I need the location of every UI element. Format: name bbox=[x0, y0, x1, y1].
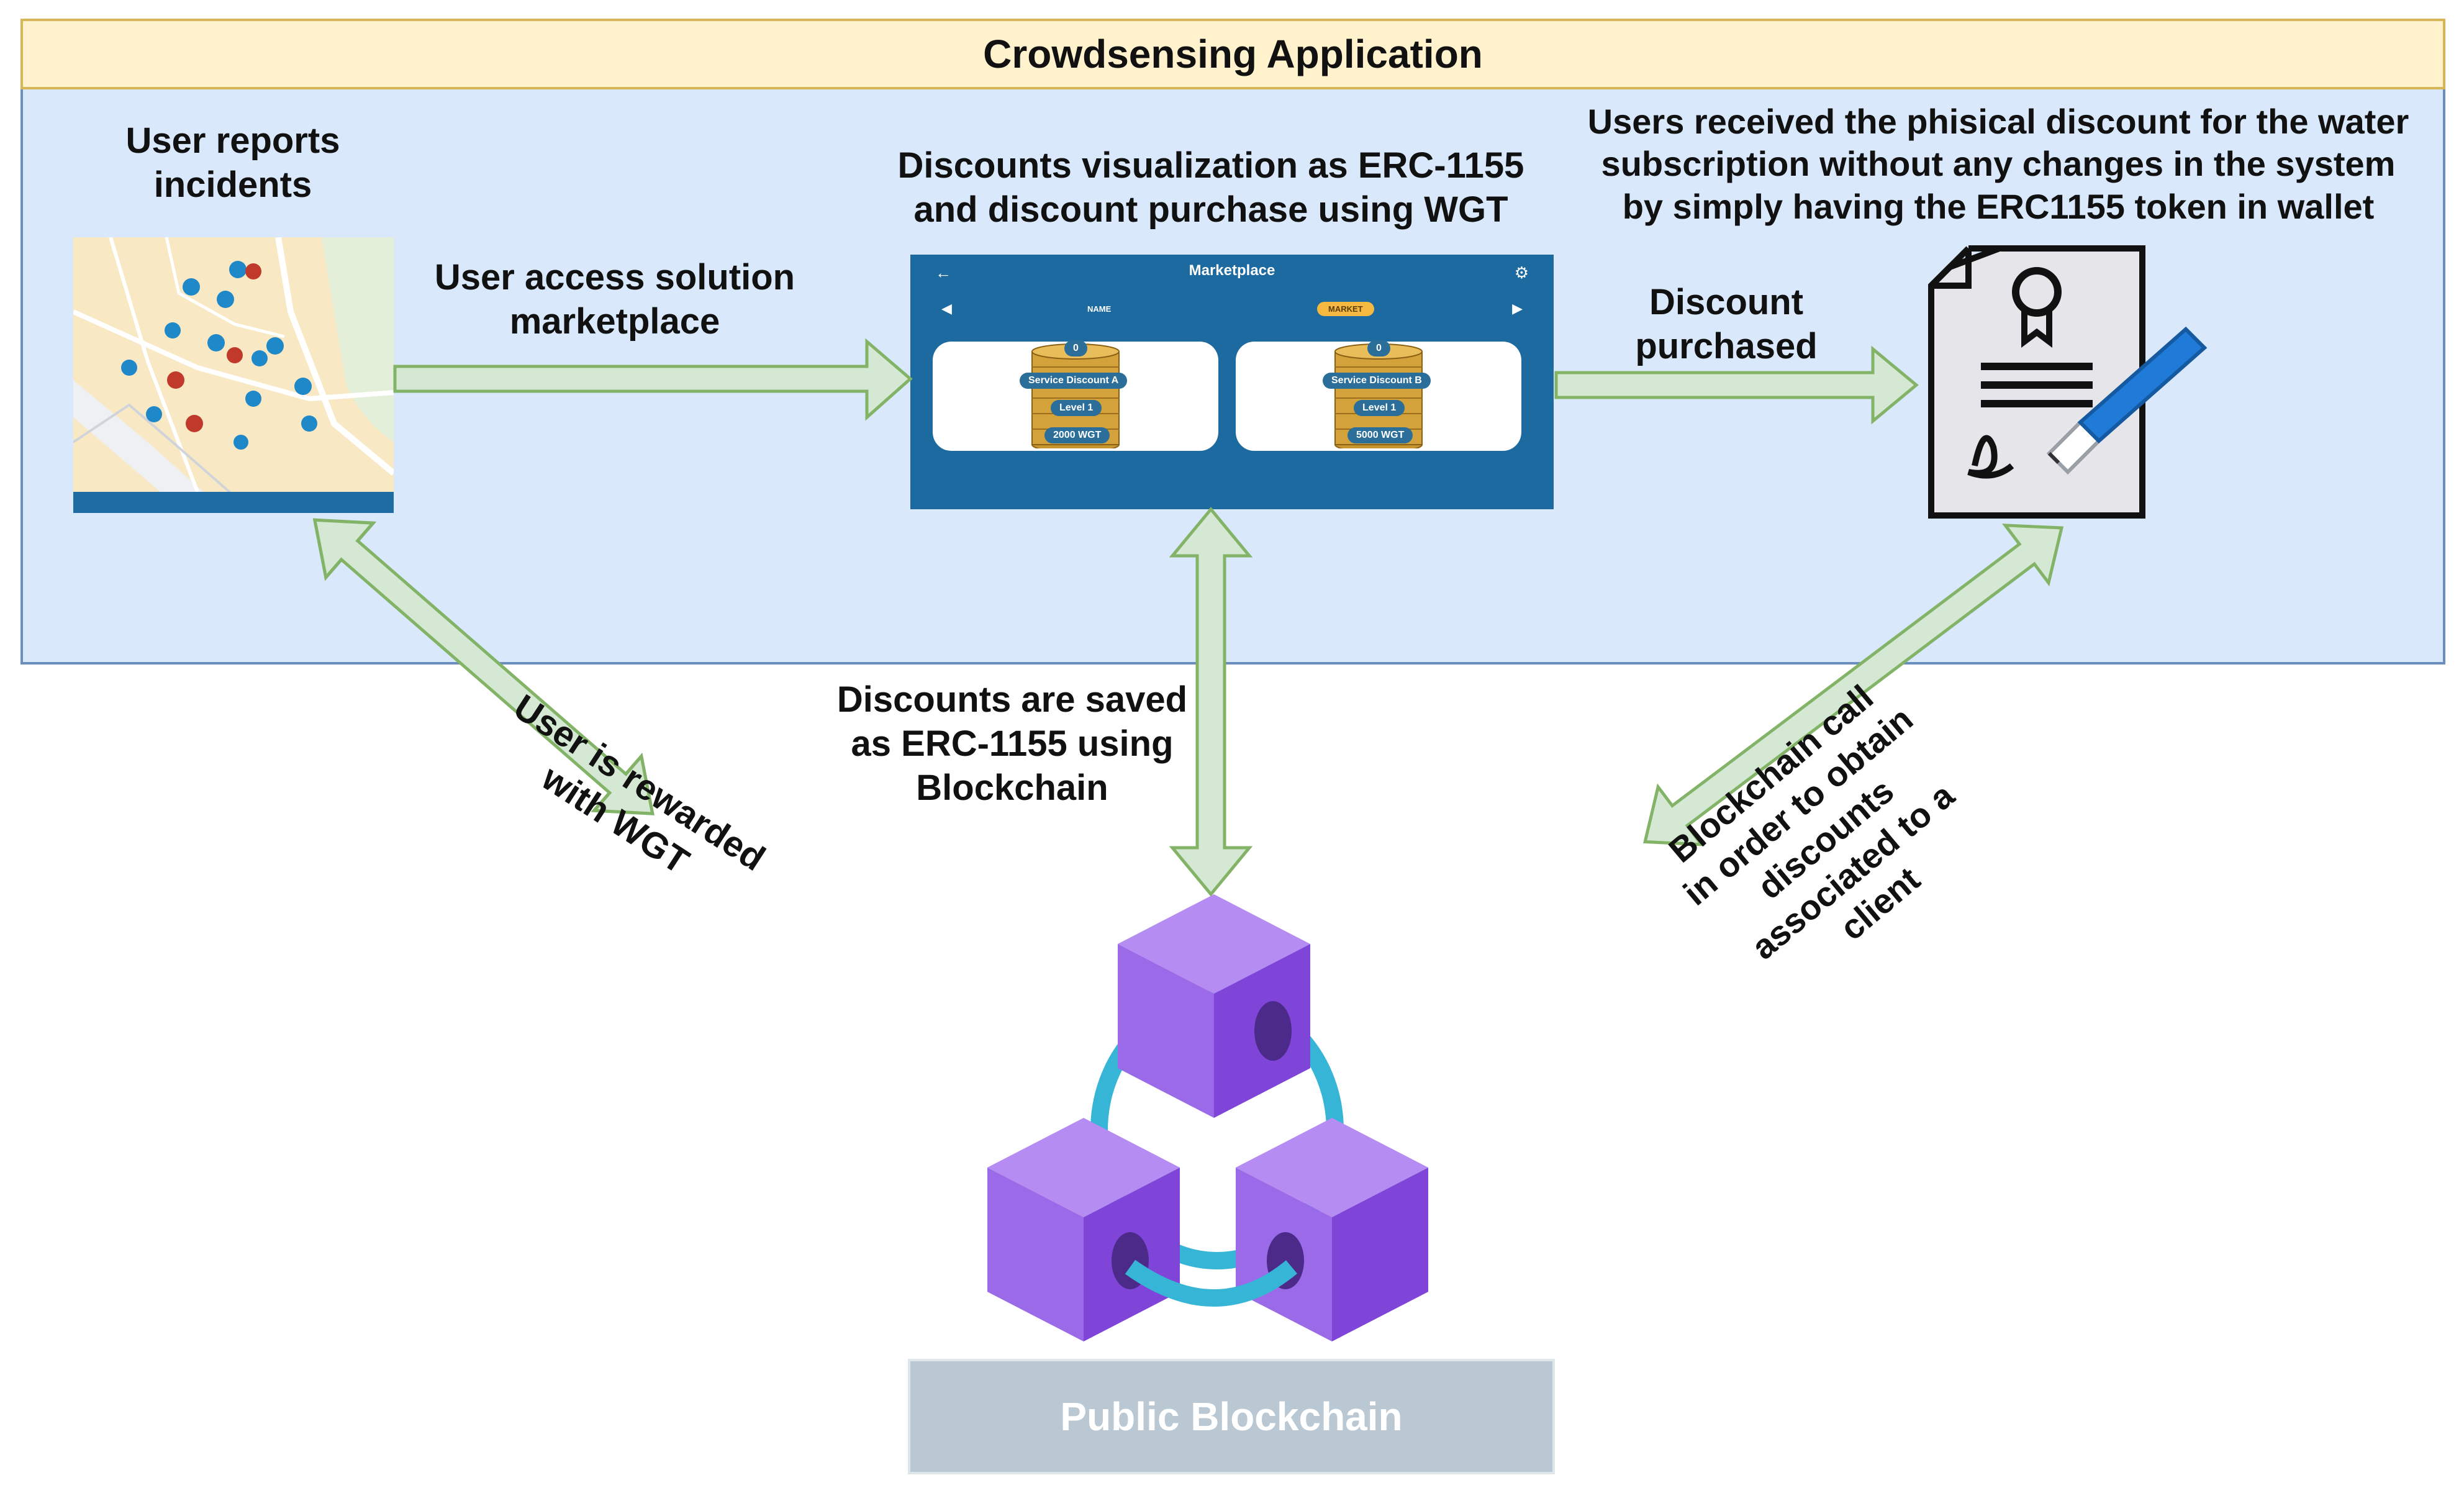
cube-left bbox=[987, 1118, 1180, 1341]
marketplace-screenshot: ← Marketplace ⚙ ◀ NAME MARKET ▶ 0 Servic… bbox=[910, 255, 1554, 509]
public-blockchain-label: Public Blockchain bbox=[1060, 1394, 1403, 1439]
card-b-badge: 0 bbox=[1367, 340, 1390, 356]
map-pins bbox=[121, 261, 317, 450]
pen-icon bbox=[2046, 326, 2208, 475]
marketplace-title: Marketplace bbox=[1189, 262, 1275, 279]
cube-right bbox=[1236, 1118, 1428, 1341]
label-received: Users received the phisical discount for… bbox=[1587, 102, 2409, 226]
tab-market: MARKET bbox=[1317, 302, 1374, 316]
back-arrow-icon: ← bbox=[935, 263, 951, 282]
settings-icon: ⚙ bbox=[1514, 263, 1529, 282]
label-user-access: User access solution marketplace bbox=[434, 257, 795, 342]
map-screenshot bbox=[73, 237, 394, 513]
card-a-level: Level 1 bbox=[1051, 400, 1102, 416]
card-b-price: 5000 WGT bbox=[1348, 427, 1413, 443]
app-title: Crowdsensing Application bbox=[983, 32, 1483, 76]
public-blockchain-box: Public Blockchain bbox=[908, 1359, 1555, 1474]
label-user-reports: User reports incidents bbox=[125, 120, 340, 205]
certificate-icon bbox=[1928, 245, 2208, 519]
prev-icon: ◀ bbox=[941, 301, 952, 316]
cube-top bbox=[1118, 894, 1310, 1118]
tab-name: NAME bbox=[1087, 304, 1112, 314]
blockchain-cubes-icon bbox=[987, 894, 1428, 1341]
card-a-price: 2000 WGT bbox=[1044, 427, 1110, 443]
next-icon: ▶ bbox=[1512, 301, 1523, 316]
map-drawing bbox=[73, 237, 394, 513]
label-saved: Discounts are saved as ERC-1155 using Bl… bbox=[836, 679, 1188, 808]
app-title-bar: Crowdsensing Application bbox=[20, 19, 2445, 89]
discount-card-a: 0 Service Discount A Level 1 2000 WGT bbox=[933, 340, 1218, 451]
card-a-badge: 0 bbox=[1064, 340, 1087, 356]
card-b-name: Service Discount B bbox=[1323, 373, 1431, 389]
arrow-marketplace-blockchain bbox=[1169, 507, 1253, 897]
arrow-map-to-marketplace bbox=[393, 338, 913, 421]
discount-card-b: 0 Service Discount B Level 1 5000 WGT bbox=[1236, 340, 1521, 451]
card-b-level: Level 1 bbox=[1354, 400, 1405, 416]
arrow-certificate-blockchain bbox=[1643, 524, 2064, 846]
card-a-name: Service Discount A bbox=[1020, 373, 1128, 389]
arrow-map-blockchain bbox=[312, 518, 654, 815]
label-purchased: Discount purchased bbox=[1635, 282, 1818, 366]
arrow-marketplace-to-certificate bbox=[1554, 345, 1919, 425]
label-visualization: Discounts visualization as ERC-1155 and … bbox=[897, 145, 1524, 230]
